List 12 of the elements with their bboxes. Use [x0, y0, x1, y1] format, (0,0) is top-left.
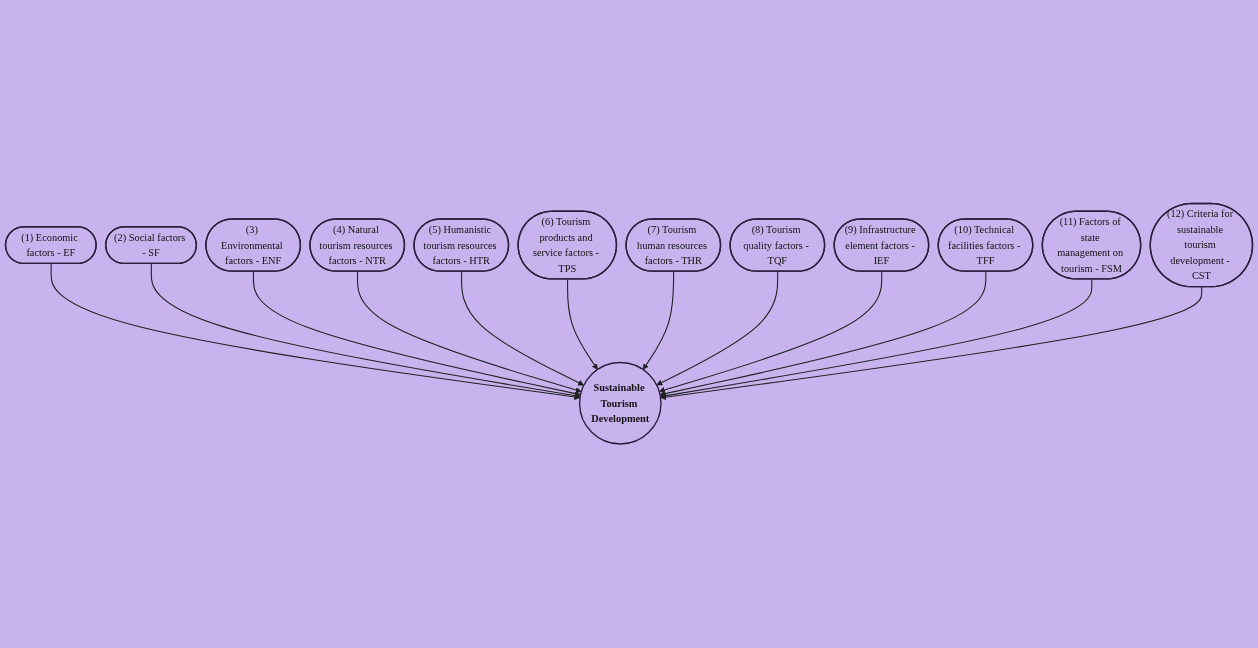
arrow	[567, 278, 598, 371]
arrow	[660, 286, 1203, 401]
arrow	[659, 271, 987, 397]
node-circle: Sustainable Tourism Development	[578, 362, 662, 445]
arrow	[252, 271, 581, 397]
arrow	[50, 263, 581, 401]
arrow	[656, 271, 779, 386]
arrow	[659, 271, 883, 394]
arrow	[356, 271, 582, 394]
arrow	[642, 271, 675, 371]
arrow	[150, 263, 581, 399]
arrow	[461, 271, 585, 386]
